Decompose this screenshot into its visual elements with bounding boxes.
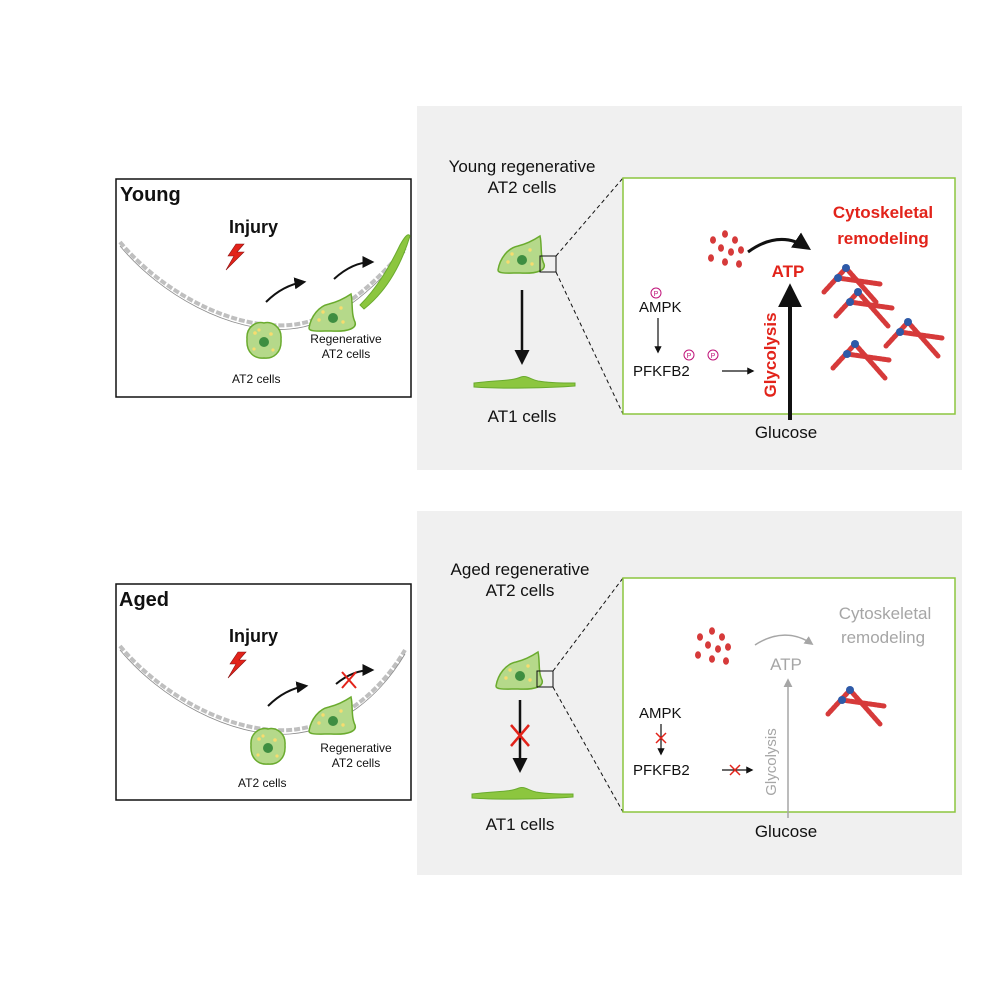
young-mechanism-panel: Young regenerative AT2 cells AT1 cells C… (417, 106, 962, 470)
young-glucose-label: Glucose (755, 423, 817, 442)
at1-cell-icon (359, 234, 411, 310)
aged-regen-label-1: Regenerative (320, 741, 392, 755)
young-cell-title-2: AT2 cells (488, 178, 557, 197)
phospho-label: P (687, 353, 692, 360)
alveolar-wall-edge (119, 245, 406, 330)
aged-zoom-inset (622, 577, 956, 813)
aged-regen-label-2: AT2 cells (332, 756, 380, 770)
aged-cyto-label-1: Cytoskeletal (839, 604, 932, 623)
aged-cell-title-2: AT2 cells (486, 581, 555, 600)
zoom-line-bottom (552, 686, 624, 813)
phospho-label: P (711, 353, 716, 360)
aged-at1-cell-icon (471, 787, 574, 800)
phospho-icon (707, 349, 719, 361)
alveolar-wall-edge (119, 649, 406, 735)
aged-glycolysis-label: Glycolysis (763, 728, 780, 796)
block-x-icon (729, 764, 741, 776)
aged-glucose-label: Glucose (755, 822, 817, 841)
phospho-icon (683, 349, 695, 361)
alveolar-wall (118, 644, 407, 733)
arrow-at2-to-regen (265, 277, 307, 303)
zoom-line-top (555, 177, 624, 257)
aged-atp-label: ATP (770, 655, 802, 674)
lightning-icon (227, 651, 247, 679)
aged-pfkfb2-label: PFKFB2 (633, 762, 690, 779)
arrow-regen-to-at1 (333, 256, 375, 280)
young-cyto-label-1: Cytoskeletal (833, 203, 933, 222)
zoom-box (539, 255, 557, 273)
young-at1-label: AT1 cells (488, 407, 557, 426)
block-x-icon (655, 732, 667, 744)
young-ampk-label: AMPK (639, 299, 682, 316)
zoom-line-top (552, 577, 624, 672)
aged-panel-label: Aged (119, 589, 169, 611)
aged-at2-label: AT2 cells (238, 776, 286, 790)
aged-at1-label: AT1 cells (486, 815, 555, 834)
zoom-box (536, 670, 554, 688)
aged-overview-panel: Aged Injury AT2 cells Regenerative AT2 c… (115, 583, 412, 801)
zoom-line-bottom (555, 271, 624, 415)
young-pfkfb2-label: PFKFB2 (633, 363, 690, 380)
young-panel-label: Young (120, 184, 181, 206)
block-x-icon (510, 724, 530, 747)
young-atp-to-cyto-arrow (747, 232, 811, 254)
lightning-icon (225, 243, 245, 271)
young-at2-label: AT2 cells (232, 372, 280, 386)
block-x-icon (341, 671, 357, 689)
young-injury-label: Injury (229, 217, 278, 237)
arrow-at2-to-regen (267, 681, 309, 707)
aged-atp-to-cyto-arrow (754, 634, 814, 646)
phospho-label: P (654, 291, 659, 298)
young-cyto-label-2: remodeling (837, 229, 929, 248)
alveolar-wall (118, 240, 407, 328)
aged-cyto-label-2: remodeling (841, 628, 925, 647)
young-regen-label-2: AT2 cells (322, 347, 370, 361)
at2-cell-icon (250, 727, 286, 765)
aged-injury-label: Injury (229, 626, 278, 646)
young-cell-title-1: Young regenerative (449, 157, 596, 176)
young-at1-cell-icon (473, 376, 576, 389)
at2-cell-icon (246, 321, 282, 359)
young-overview-panel: Young Injury AT2 cells Regenerative AT2 … (115, 178, 412, 398)
aged-mechanism-panel: Aged regenerative AT2 cells AT1 cells Cy… (417, 511, 962, 875)
young-regen-label-1: Regenerative (310, 332, 382, 346)
aged-cell-title-1: Aged regenerative (451, 560, 590, 579)
phospho-icon (650, 287, 662, 299)
young-atp-label: ATP (772, 262, 805, 281)
young-glycolysis-label: Glycolysis (761, 312, 780, 397)
aged-ampk-label: AMPK (639, 705, 682, 722)
